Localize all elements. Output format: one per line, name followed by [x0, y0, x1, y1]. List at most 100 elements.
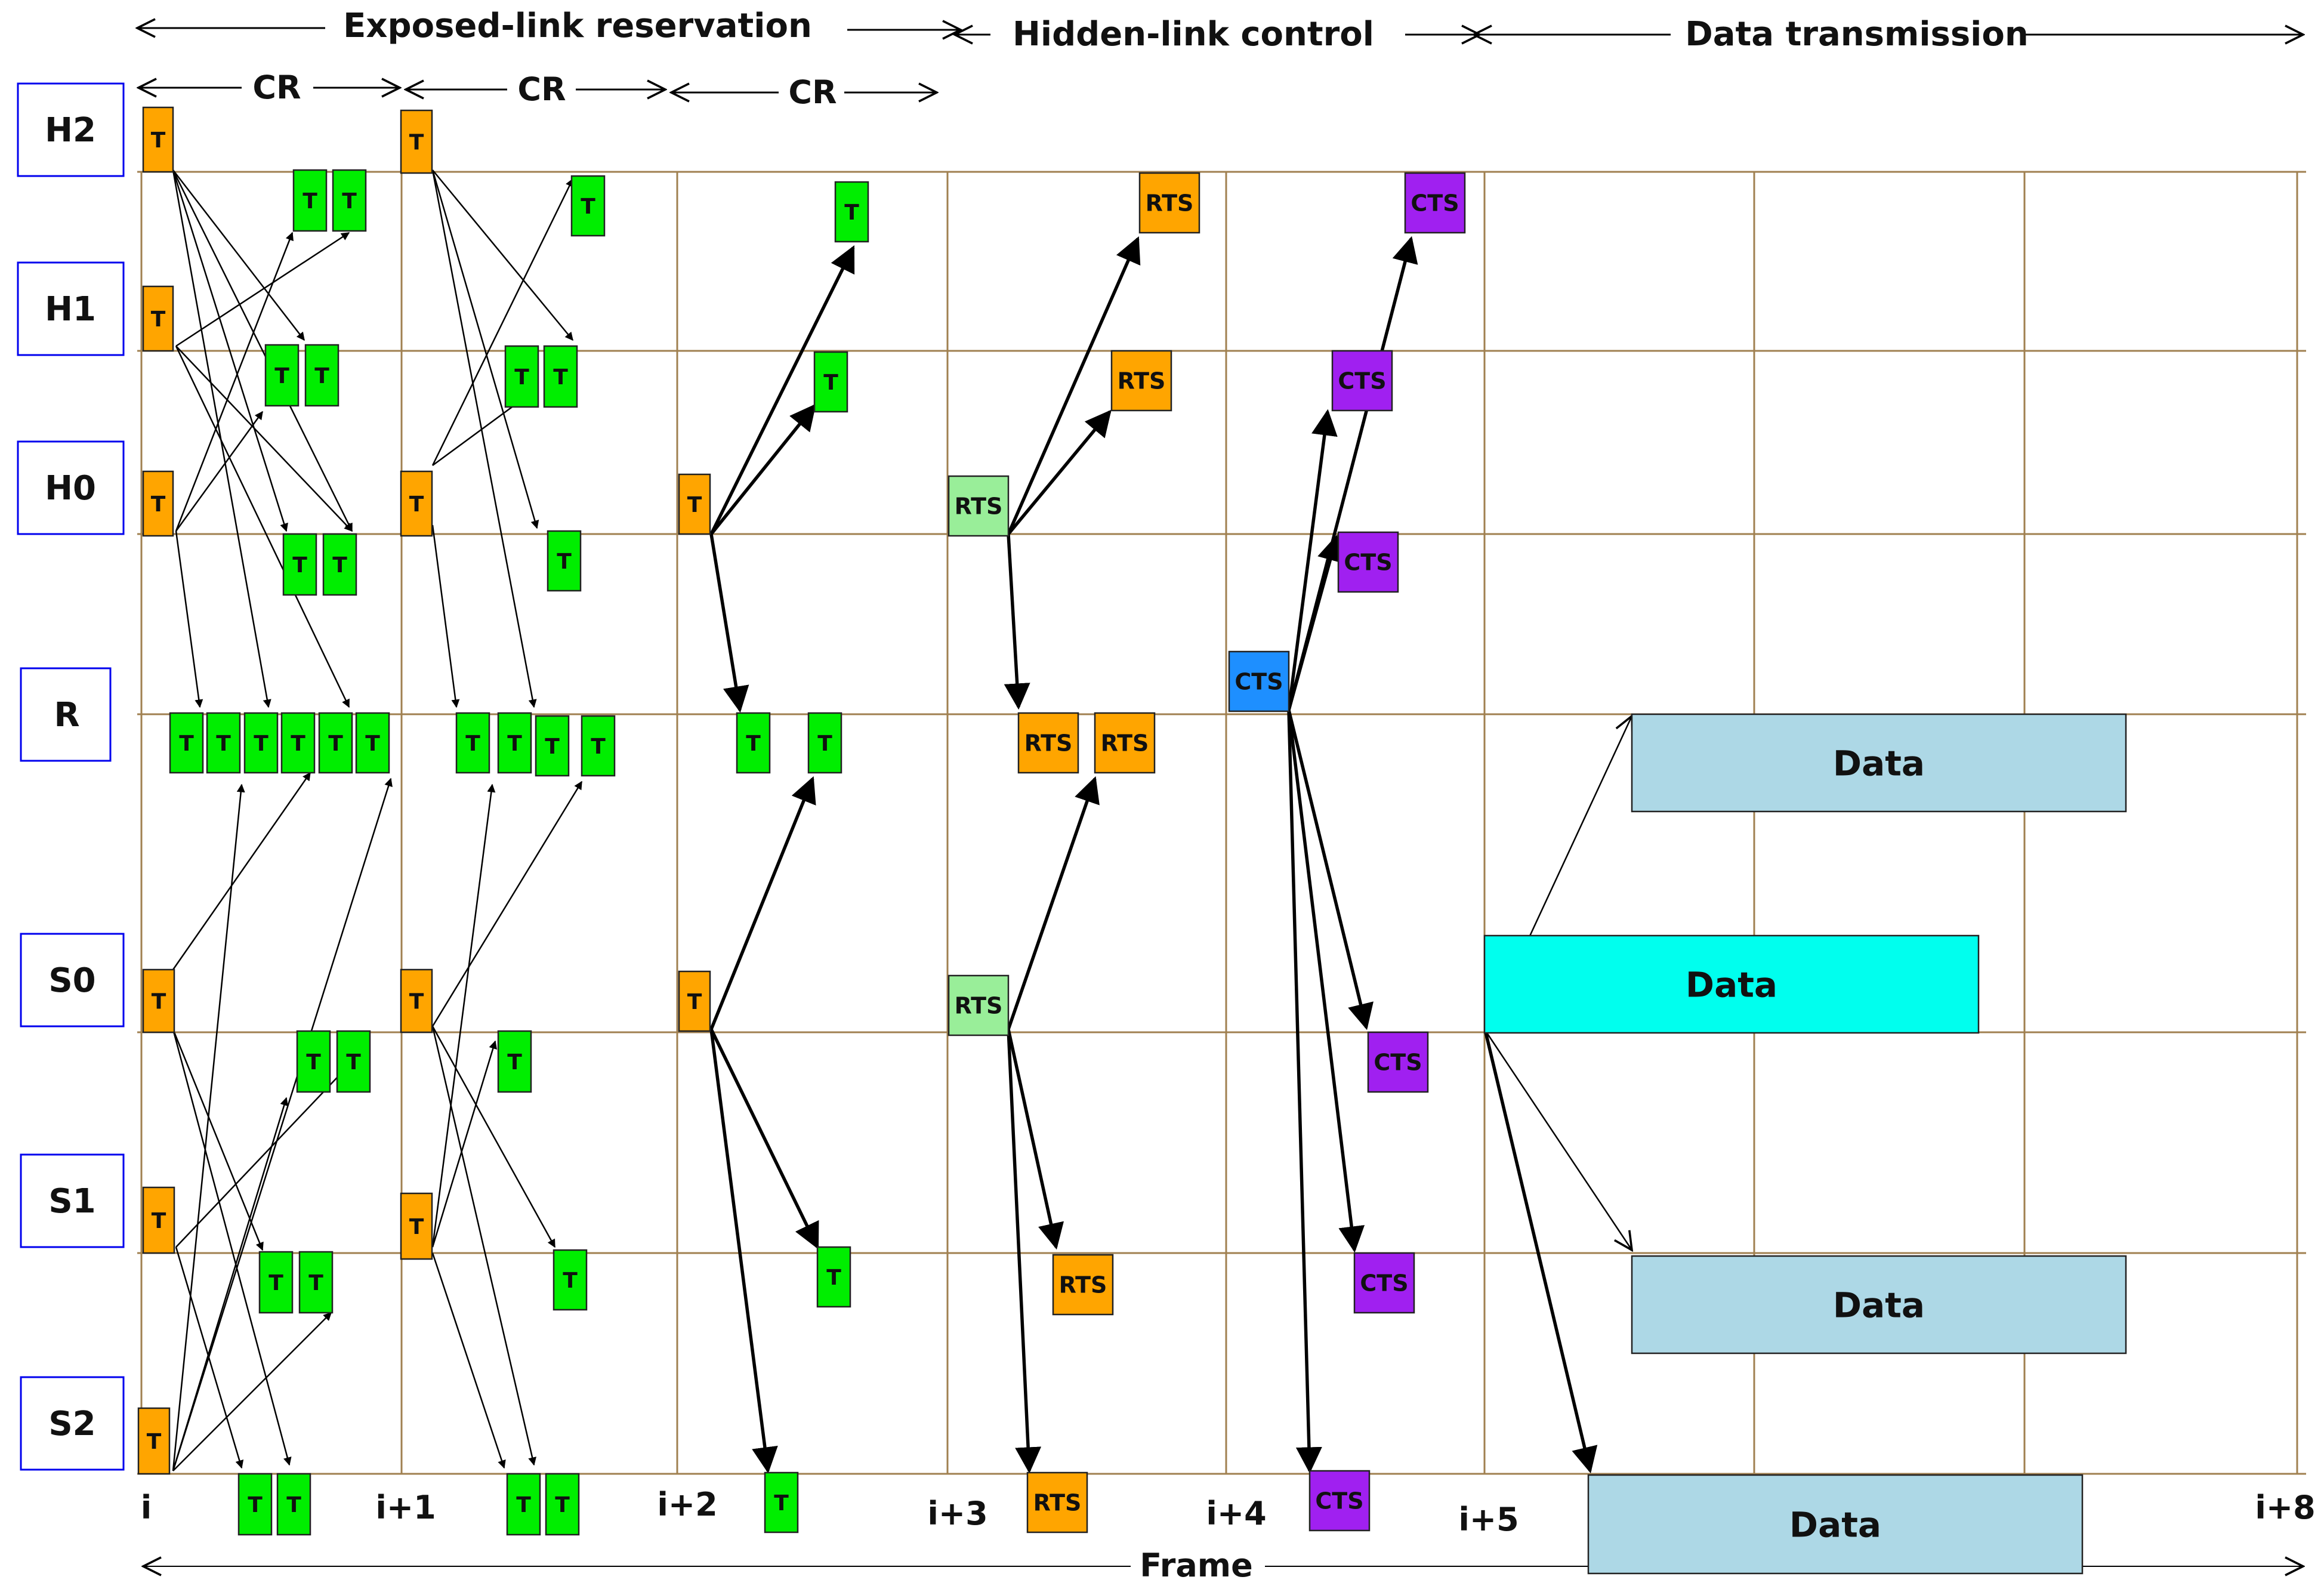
packet-label: T	[409, 492, 424, 517]
packet-label: T	[314, 364, 329, 388]
data-block	[1631, 1255, 2127, 1354]
packet-label: CTS	[1234, 669, 1283, 695]
packet-box	[169, 712, 204, 774]
packet-label: T	[292, 553, 307, 578]
packet-label: T	[409, 989, 424, 1014]
reservation-arrows	[172, 169, 583, 1471]
packet-box	[834, 181, 869, 243]
packet-label: T	[291, 732, 305, 756]
packet-label: T	[817, 732, 832, 756]
packet-box	[535, 715, 570, 777]
control-arrows	[709, 236, 1598, 1474]
phase-timeline: Exposed-link reservation Hidden-link con…	[137, 7, 2303, 54]
slot-labels: i i+1 i+2 i+3 i+4 i+5 i+8	[141, 1486, 2316, 1538]
packet-label: T	[774, 1491, 789, 1516]
packet-label: T	[553, 365, 568, 390]
packet-label: T	[152, 989, 166, 1014]
frame-axis: Frame	[143, 1547, 2303, 1584]
slot-label-i8: i+8	[2255, 1489, 2315, 1526]
slot-label-i: i	[141, 1489, 152, 1526]
packet-label: T	[151, 307, 166, 332]
frame-label: Frame	[1140, 1547, 1252, 1584]
packet-label: T	[306, 1050, 321, 1075]
packet-label: T	[507, 1050, 522, 1075]
cr-label-2: CR	[517, 70, 566, 108]
packet-box	[1026, 1471, 1088, 1533]
packet-box	[581, 715, 616, 777]
packet-box	[264, 344, 300, 407]
packet-label: T	[465, 732, 480, 756]
packet-box	[258, 1251, 294, 1314]
packet-label: RTS	[1059, 1272, 1107, 1298]
packet-box	[545, 1473, 580, 1536]
node-label-s2: S2	[48, 1405, 95, 1443]
packet-label: T	[591, 735, 606, 759]
packet-box	[1138, 172, 1200, 234]
packet-box	[1353, 1252, 1415, 1314]
packet-box	[142, 285, 174, 352]
packet-box	[318, 712, 353, 774]
packet-label: CTS	[1338, 368, 1386, 394]
packet-label: T	[216, 732, 231, 756]
packet-label: RTS	[1118, 368, 1166, 394]
node-label-s0: S0	[48, 961, 95, 1000]
packet-label: T	[179, 732, 194, 756]
packet-box	[506, 1473, 541, 1536]
packet-label: T	[555, 1493, 570, 1517]
packet-box	[292, 169, 328, 232]
slot-label-i4: i+4	[1206, 1495, 1266, 1532]
cr-label-3: CR	[788, 73, 837, 111]
phase-label-data-transmission: Data transmission	[1685, 15, 2028, 54]
data-block-label: Data	[1833, 1285, 1925, 1325]
packet-label: CTS	[1411, 190, 1459, 217]
node-label-h1: H1	[45, 290, 96, 329]
packet-box	[1052, 1254, 1114, 1316]
data-block	[1483, 934, 1980, 1034]
data-block	[1587, 1474, 2084, 1575]
packet-label: T	[268, 1271, 283, 1295]
data-block-label: Data	[1789, 1504, 1881, 1545]
packet-label: RTS	[1024, 730, 1073, 757]
packet-box	[355, 712, 390, 774]
node-label-h0: H0	[45, 469, 96, 508]
packet-label: RTS	[1033, 1490, 1082, 1516]
packet-label: T	[303, 189, 317, 214]
packet-box	[1017, 712, 1079, 774]
packet-box	[1228, 650, 1290, 712]
packet-box	[298, 1251, 334, 1314]
packet-box	[947, 974, 1010, 1036]
packet-box	[243, 712, 279, 774]
packet-box	[764, 1471, 799, 1533]
packet-label: T	[581, 195, 595, 219]
packet-box	[206, 712, 241, 774]
packet-box	[547, 530, 582, 592]
packet-label: T	[826, 1266, 841, 1290]
packet-label: T	[823, 371, 838, 395]
packet-box	[1094, 712, 1156, 774]
packet-box	[736, 712, 771, 774]
packet-label: T	[286, 1493, 301, 1517]
packet-box	[504, 345, 539, 408]
packet-box	[137, 1407, 171, 1475]
cr-intervals: CR CR CR	[138, 69, 937, 111]
packet-label: T	[507, 732, 522, 756]
packet-box	[336, 1030, 371, 1093]
node-label-s1: S1	[48, 1182, 95, 1221]
packet-label: T	[342, 189, 357, 214]
node-labels: H2 H1 H0 R S0 S1 S2	[17, 82, 125, 1471]
packet-label: T	[746, 732, 761, 756]
packet-label: T	[248, 1493, 263, 1517]
packet-box	[813, 351, 848, 413]
phase-label-hidden-link: Hidden-link control	[1013, 15, 1374, 54]
packet-label: T	[557, 550, 572, 574]
packet-box	[1331, 350, 1393, 412]
packet-label: T	[346, 1050, 361, 1075]
packet-label: CTS	[1360, 1270, 1408, 1297]
packet-box	[237, 1473, 273, 1536]
packet-label: CTS	[1374, 1050, 1422, 1076]
slot-label-i1: i+1	[375, 1489, 436, 1526]
packet-label: T	[545, 735, 560, 759]
packet-label: T	[328, 732, 343, 756]
packet-label: T	[514, 365, 529, 390]
